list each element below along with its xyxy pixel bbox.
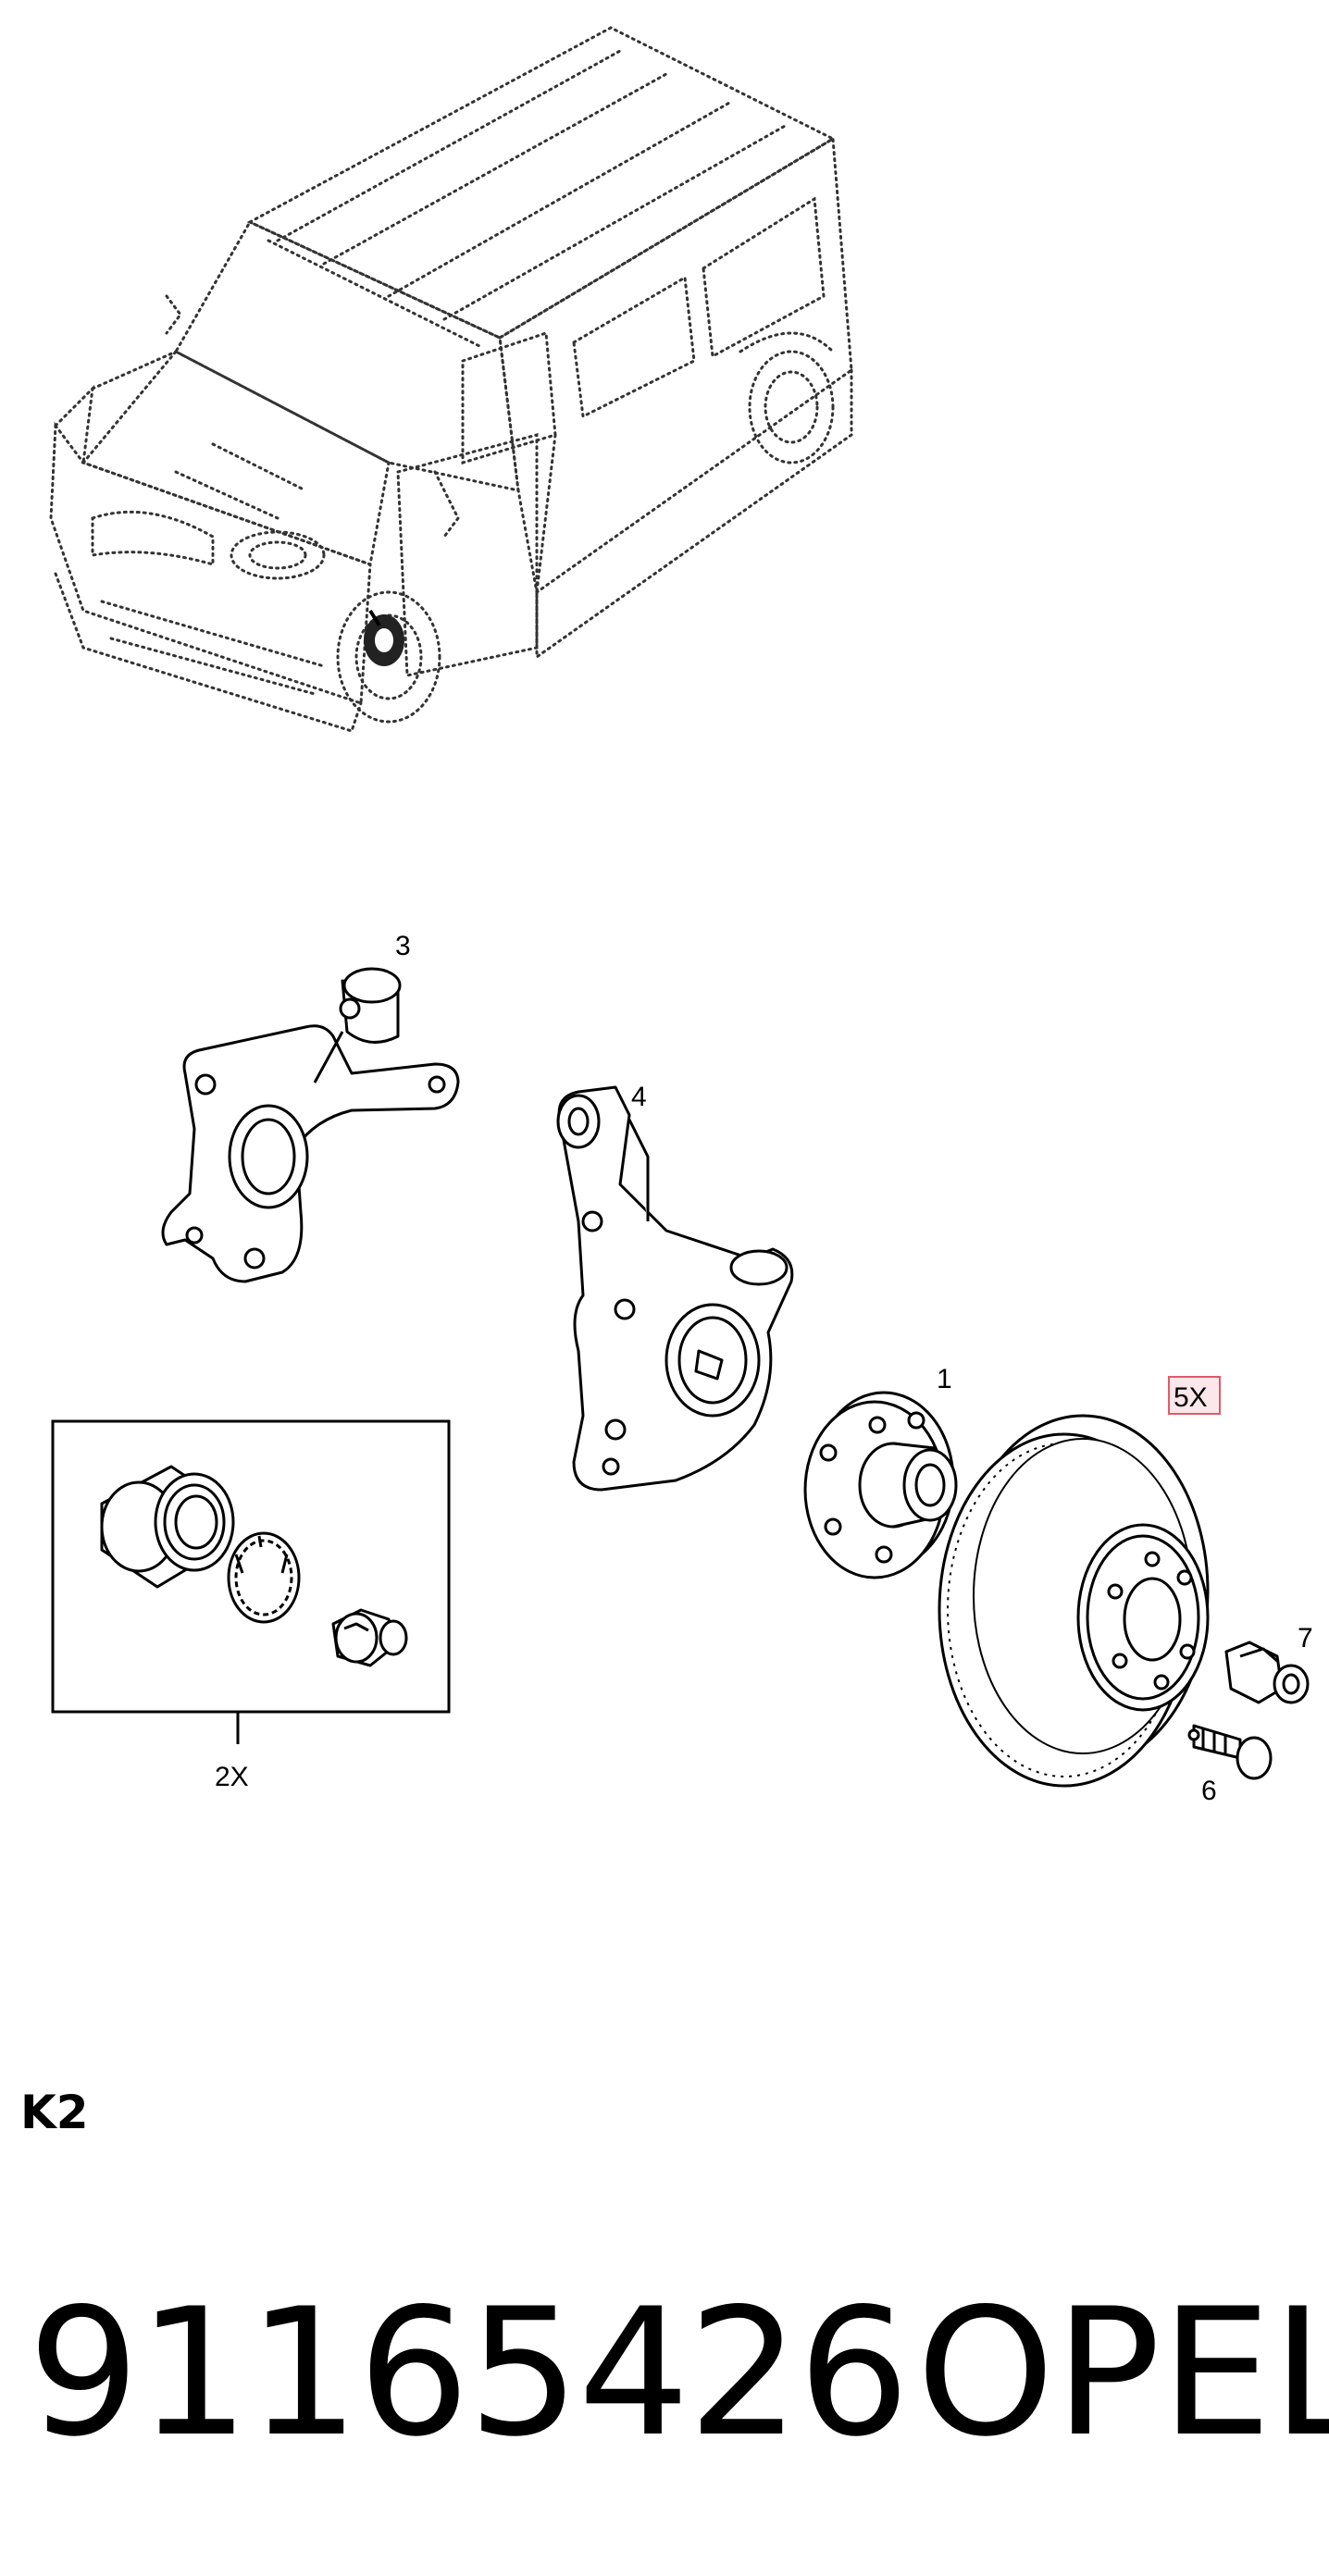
callout-1: 1 [937,1364,952,1394]
part-number: 91165426 [28,2271,910,2475]
disc-qty-badge: 5X [1168,1376,1221,1415]
wheel-bearing [100,1465,235,1589]
callout-4: 4 [631,1082,647,1112]
wheel-hub-1 [803,1391,958,1579]
diagram-code: K2 [20,2086,89,2139]
abs-ring [227,1531,301,1624]
wheel-bolt-7 [1224,1641,1310,1704]
steering-knuckle-4 [556,1085,794,1492]
screw-6 [1187,1724,1273,1780]
callout-7: 7 [1298,1623,1313,1653]
callout-2x: 2X [215,1762,249,1792]
callout-5x: 5X [1174,1382,1208,1413]
callout-3: 3 [395,931,411,961]
bearing-kit-box [51,1419,451,1744]
hub-nut [331,1608,408,1667]
brand-name: OPEL [916,2271,1329,2475]
van-hub-marker [364,609,404,666]
brake-disc [938,1414,1210,1788]
steering-knuckle-3 [161,967,460,1283]
van-illustration [49,26,853,733]
callout-6: 6 [1201,1776,1217,1806]
